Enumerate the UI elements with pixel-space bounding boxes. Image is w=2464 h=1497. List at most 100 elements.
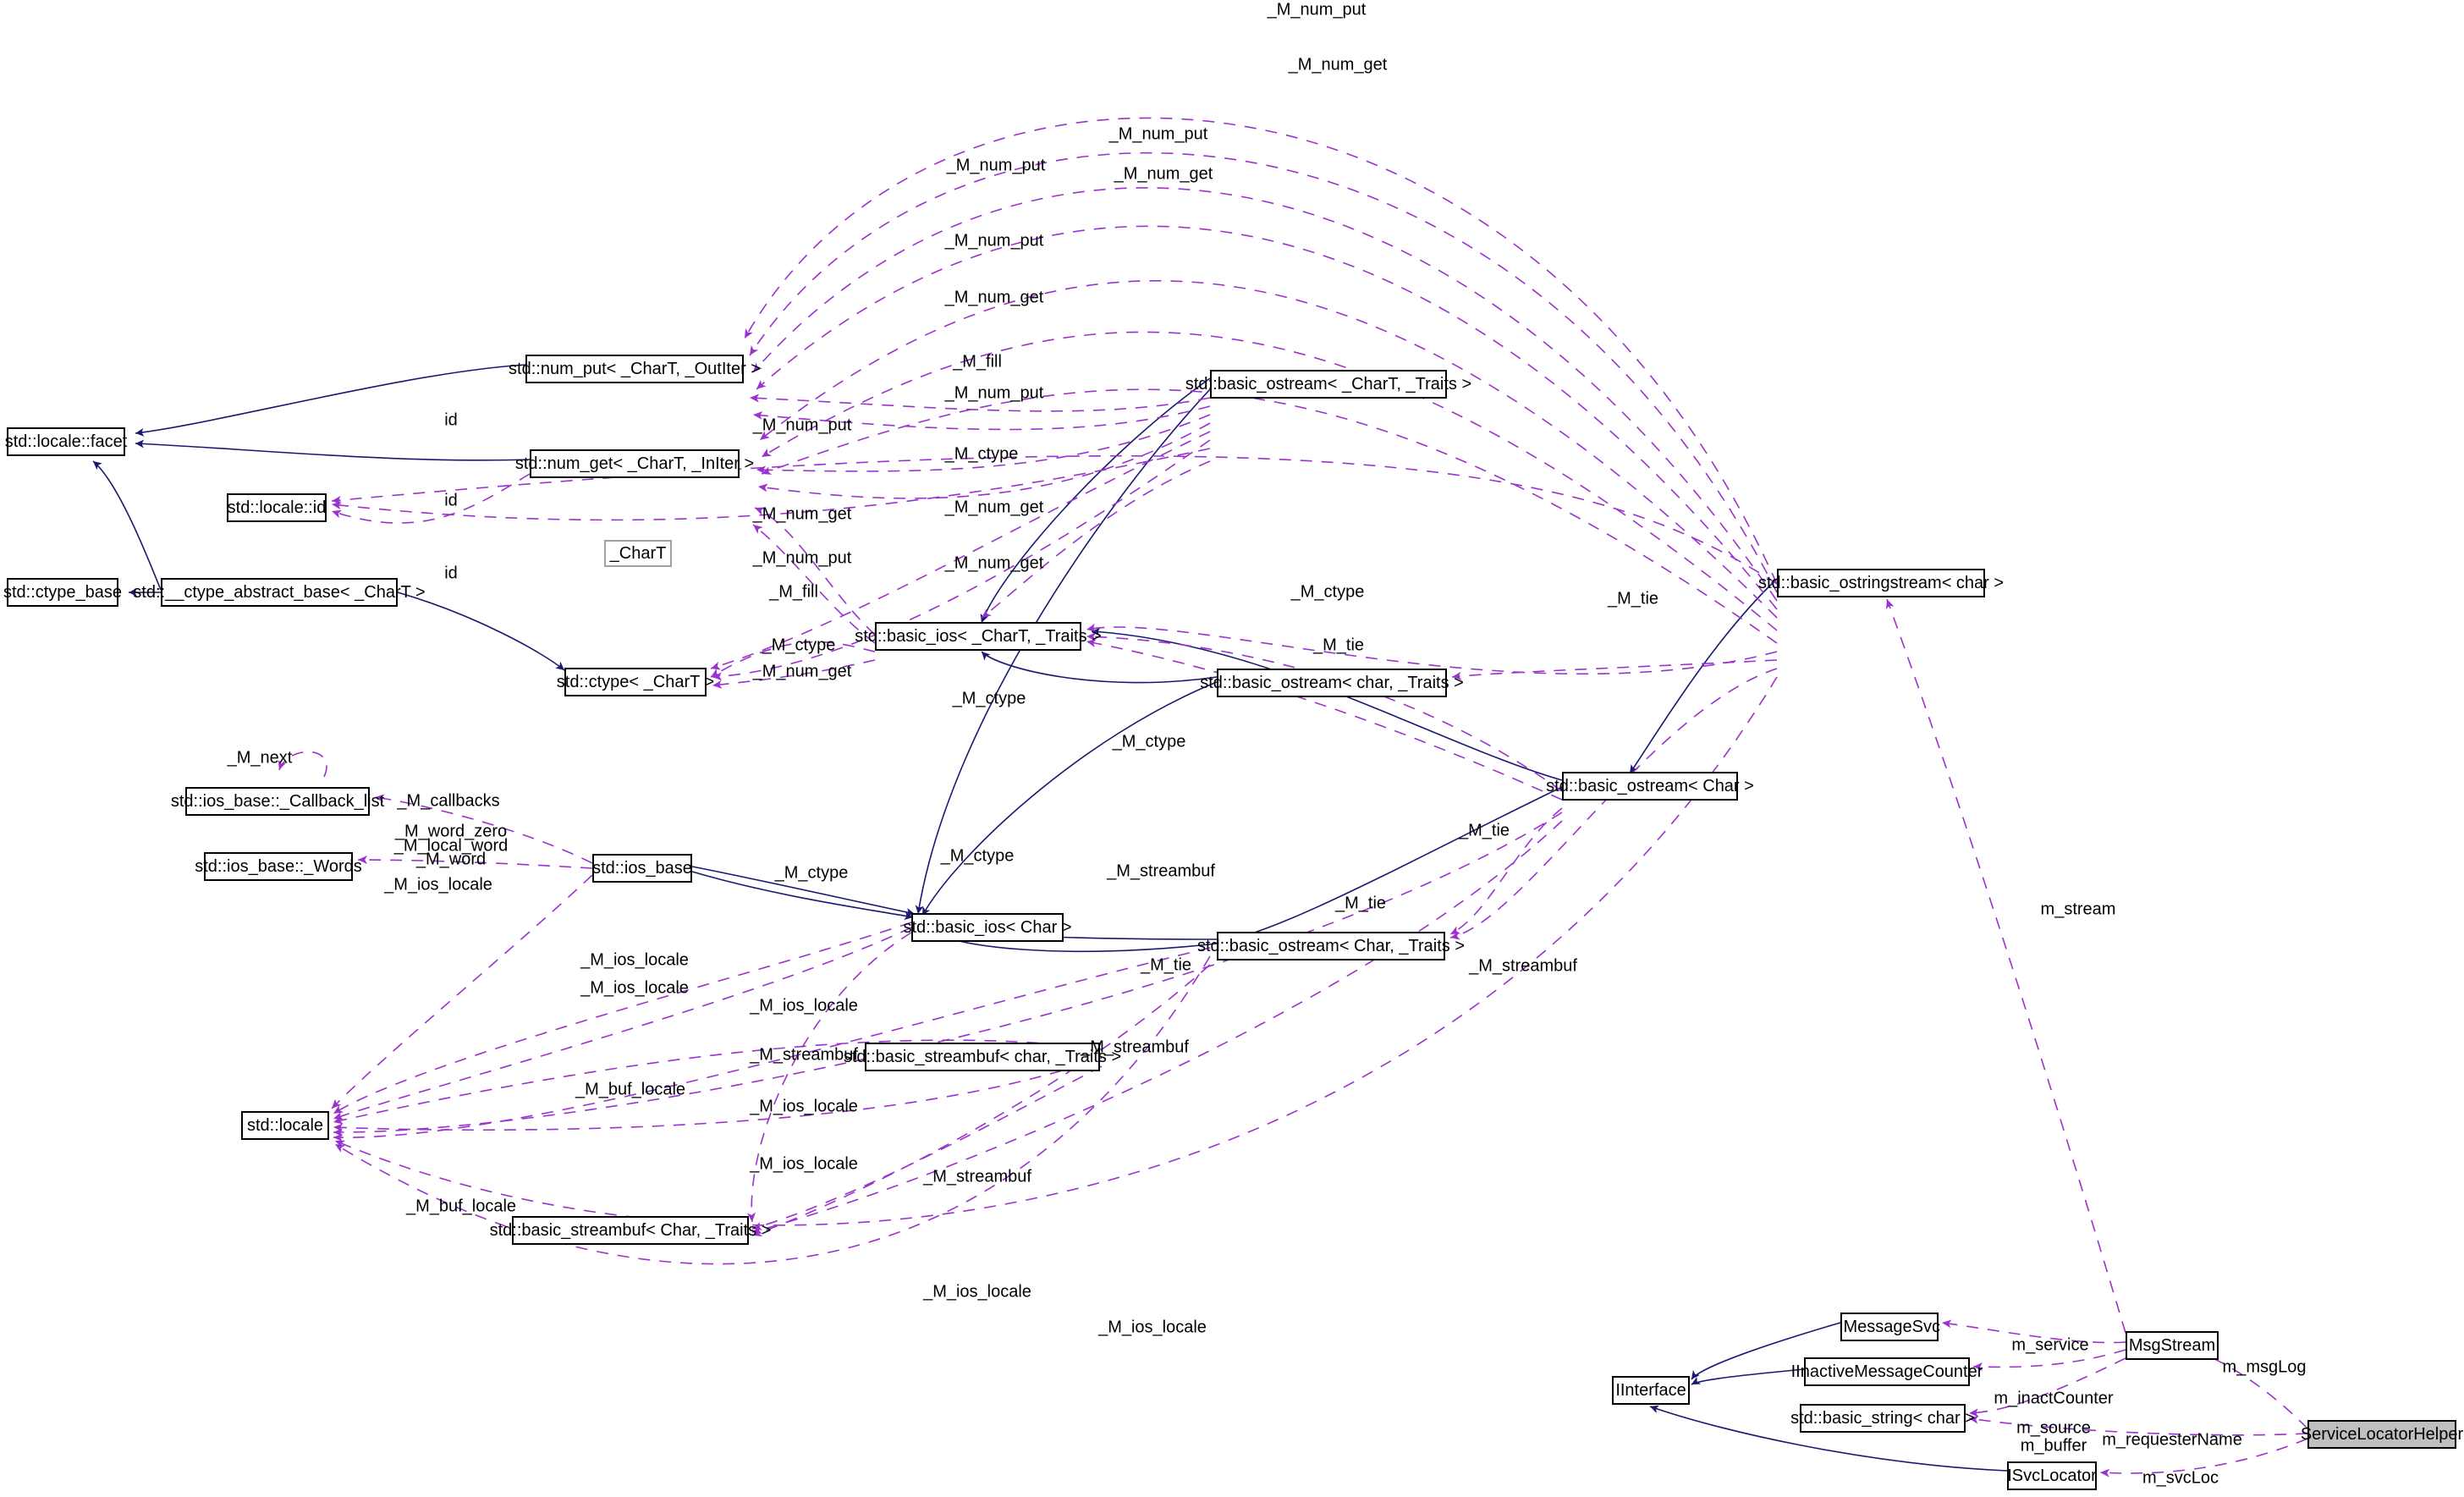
class-node-label: std::locale: [246, 1116, 324, 1135]
class-node-MsgStream[interactable]: MsgStream: [2126, 1331, 2219, 1360]
class-node-basic_ios_charT[interactable]: std::basic_ios< _CharT, _Traits >: [855, 622, 1102, 651]
class-node-ISvcLocator[interactable]: ISvcLocator: [2007, 1461, 2097, 1490]
class-node-label: std::locale::id: [227, 498, 327, 517]
edge-label: _M_ios_locale: [750, 996, 858, 1015]
edge-label: _M_callbacks: [397, 791, 500, 811]
class-node-IInterface[interactable]: IInterface: [1612, 1376, 1690, 1405]
edge-label: _M_num_put: [946, 156, 1046, 175]
class-node-locale_facet[interactable]: std::locale::facet: [4, 427, 128, 456]
class-node-label: std::basic_ostream< Char, _Traits >: [1196, 937, 1466, 955]
edge-label: _M_num_get: [1114, 164, 1213, 184]
edge-label: _M_num_get: [752, 504, 852, 524]
class-node-ostream_char[interactable]: std::basic_ostream< char, _Traits >: [1200, 669, 1464, 697]
edge-label: _M_num_put: [752, 548, 852, 568]
class-node-label: std::__ctype_abstract_base< _CharT >: [133, 583, 426, 602]
edge-label: _M_ctype: [952, 689, 1026, 708]
class-node-streambuf_char[interactable]: std::basic_streambuf< char, _Traits >: [844, 1043, 1121, 1071]
class-node-label: std::basic_streambuf< Char, _Traits >: [489, 1221, 772, 1240]
edge-label: _M_num_get: [944, 553, 1044, 573]
usage-edges: [278, 117, 2308, 1478]
class-node-label: std::ctype_base: [3, 583, 123, 602]
edge-label: _M_num_put: [752, 416, 852, 435]
edge-label: _M_ios_locale: [384, 875, 492, 894]
edge-label: _M_streambuf: [1469, 956, 1577, 976]
class-node-label: std::basic_ostringstream< char >: [1757, 574, 2005, 592]
class-node-num_put[interactable]: std::num_put< _CharT, _OutIter >: [509, 355, 761, 383]
edge-label: _M_ios_locale: [580, 950, 689, 970]
class-node-callback_list[interactable]: std::ios_base::_Callback_list: [171, 787, 384, 816]
class-node-label: std::basic_ostream< _CharT, _Traits >: [1185, 375, 1472, 394]
edge-label: m_stream: [2040, 900, 2116, 919]
class-node-streambuf_Char[interactable]: std::basic_streambuf< Char, _Traits >: [490, 1216, 771, 1245]
class-node-label: std::locale::facet: [4, 432, 128, 451]
class-node-ctype_base[interactable]: std::ctype_base: [3, 578, 122, 607]
class-node-ServiceLocatorHelper[interactable]: ServiceLocatorHelper: [2301, 1420, 2463, 1449]
class-node-label: std::basic_ios< _CharT, _Traits >: [855, 627, 1102, 646]
edge-label: _M_ios_locale: [750, 1097, 858, 1116]
edge-label: _M_ctype: [774, 863, 849, 883]
class-node-ctype_charT[interactable]: std::ctype< _CharT >: [557, 668, 714, 696]
edge-label: _M_num_get: [944, 288, 1044, 307]
edge-label: _M_num_put: [944, 231, 1044, 250]
class-node-label: MsgStream: [2128, 1336, 2216, 1355]
edge-label: m_source: [2016, 1418, 2091, 1438]
class-node-label: IInactiveMessageCounter: [1790, 1362, 1983, 1381]
edge-label: _M_ios_locale: [750, 1154, 858, 1174]
edge-label: _M_ios_locale: [580, 978, 689, 998]
class-node-IMessageSvc[interactable]: IMessageSvc: [1838, 1313, 1941, 1341]
edge-label: _M_ctype: [762, 636, 836, 655]
edge-label: _M_tie: [1458, 821, 1510, 840]
edge-label: m_svcLoc: [2142, 1468, 2219, 1488]
edge-label: _M_streambuf: [923, 1167, 1031, 1186]
edge-label: _M_word_zero: [394, 822, 508, 841]
class-node-locale[interactable]: std::locale: [241, 1111, 329, 1140]
edge-label: _M_num_put: [1108, 124, 1208, 144]
edge-label: m_inactCounter: [1994, 1389, 2114, 1408]
class-node-charT[interactable]: _CharT: [604, 540, 672, 567]
class-node-label: IInterface: [1615, 1381, 1686, 1400]
edge-label: _M_buf_locale: [405, 1197, 517, 1216]
class-node-label: IMessageSvc: [1838, 1318, 1941, 1336]
class-node-IInactiveMessageCounter[interactable]: IInactiveMessageCounter: [1791, 1357, 1983, 1386]
class-node-label: std::basic_ostream< Char >: [1546, 777, 1754, 795]
class-node-ostream_charT[interactable]: std::basic_ostream< _CharT, _Traits >: [1185, 370, 1471, 399]
edge-label: _M_tie: [1312, 636, 1365, 655]
edge-label: _M_ctype: [944, 444, 1019, 464]
class-node-label: std::ios_base::_Callback_list: [170, 792, 385, 811]
class-node-locale_id[interactable]: std::locale::id: [227, 493, 327, 522]
edge-label: _M_local_word: [393, 836, 509, 856]
edge-label: _M_ios_locale: [1098, 1318, 1207, 1337]
class-node-label: std::basic_streambuf< char, _Traits >: [843, 1048, 1122, 1066]
edge-label: _M_streambuf: [1081, 1037, 1189, 1057]
class-node-ostringstream_char[interactable]: std::basic_ostringstream< char >: [1758, 569, 2004, 597]
class-node-ios_base[interactable]: std::ios_base: [592, 854, 692, 883]
class-node-ctype_abstract_base[interactable]: std::__ctype_abstract_base< _CharT >: [133, 578, 426, 607]
class-node-label: ISvcLocator: [2007, 1467, 2097, 1485]
class-node-ostream_Char[interactable]: std::basic_ostream< Char >: [1546, 772, 1754, 801]
edge-label: _M_streambuf: [750, 1045, 858, 1065]
class-node-num_get[interactable]: std::num_get< _CharT, _InIter >: [515, 449, 754, 478]
class-node-words[interactable]: std::ios_base::_Words: [195, 852, 362, 881]
class-node-basic_string_char[interactable]: std::basic_string< char >: [1790, 1404, 1975, 1433]
edge-label: m_msgLog: [2222, 1357, 2307, 1377]
class-node-ostream_Char_Traits[interactable]: std::basic_ostream< Char, _Traits >: [1197, 932, 1465, 960]
edge-label: _M_next: [227, 748, 293, 768]
class-node-label: std::basic_ostream< char, _Traits >: [1200, 674, 1464, 692]
edge-label: m_requesterName: [2102, 1430, 2242, 1450]
edge-label: _M_num_get: [944, 498, 1044, 517]
edge-label: _M_ctype: [1112, 732, 1186, 751]
class-node-label: std::num_get< _CharT, _InIter >: [514, 454, 755, 473]
edge-label: _M_buf_locale: [575, 1080, 686, 1099]
edge-label: _M_streambuf: [1107, 861, 1215, 881]
class-node-basic_ios_Char[interactable]: std::basic_ios< Char >: [904, 913, 1072, 942]
edge-label: _M_tie: [1607, 589, 1659, 608]
edge-label: _M_tie: [1334, 894, 1387, 913]
edge-label: id: [444, 564, 458, 583]
edge-label: _M_ios_locale: [923, 1282, 1031, 1302]
edge-label: _M_num_get: [752, 662, 852, 681]
edge-label: _M_num_put: [1267, 0, 1367, 19]
edge-label: m_service: [2011, 1335, 2089, 1355]
edge-label: _M_num_get: [1288, 55, 1388, 74]
